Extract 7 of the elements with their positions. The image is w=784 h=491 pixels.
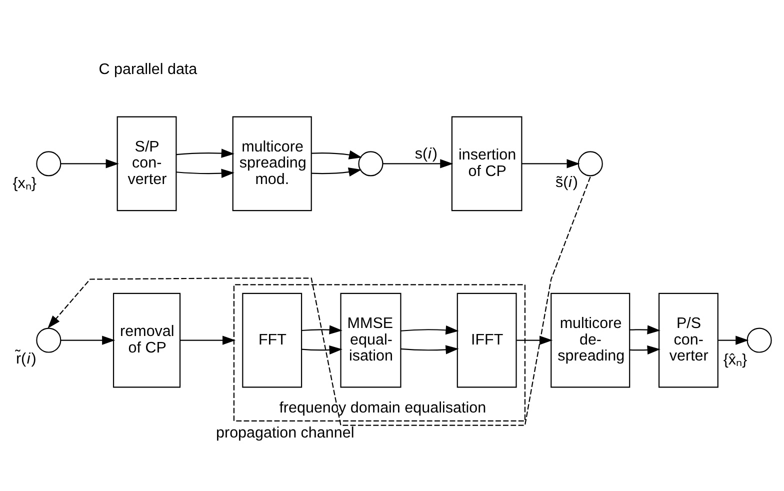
node-label: s̃(i)	[555, 173, 578, 190]
node-label: {x̂ₙ}	[723, 350, 748, 368]
node-label: {xₙ}	[12, 174, 37, 192]
node-label: r̃(i)	[16, 350, 36, 367]
edge-label: propagation channel	[216, 424, 354, 441]
edge-label: s(i)	[414, 144, 438, 162]
label: C parallel data	[98, 60, 198, 78]
